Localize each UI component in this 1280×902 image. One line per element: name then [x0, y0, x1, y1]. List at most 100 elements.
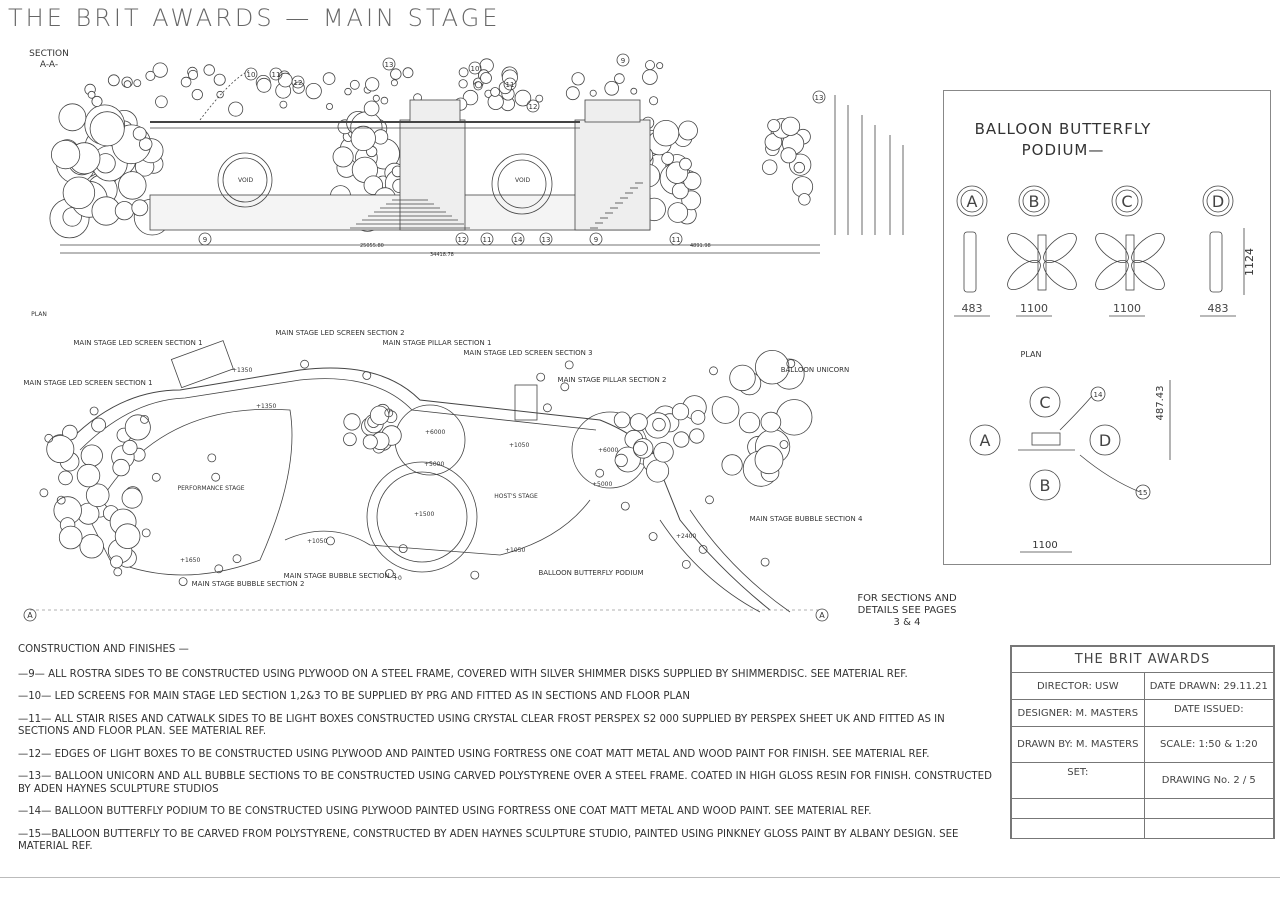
level-label: +5000	[424, 461, 444, 468]
callout-circle	[511, 232, 525, 246]
blank-2	[1143, 798, 1275, 819]
balloon	[62, 176, 96, 210]
plan-symbol	[44, 433, 54, 443]
leader-14	[1059, 395, 1093, 431]
balloon	[679, 157, 692, 171]
label-led1b: MAIN STAGE LED SCREEN SECTION 1	[23, 379, 152, 387]
note-14: —14— BALLOON BUTTERFLY PODIUM TO BE CONS…	[18, 806, 872, 817]
balloon	[535, 94, 544, 103]
note-10: —10— LED SCREENS FOR MAIN STAGE LED SECT…	[18, 691, 690, 702]
label-performance: PERFORMANCE STAGE	[177, 485, 244, 492]
plan-symbol	[564, 360, 574, 370]
balloon	[191, 89, 203, 101]
plan-label: PLAN	[31, 311, 47, 318]
butterfly-plan-dim-v: 487.43	[1155, 386, 1166, 421]
balloon	[131, 199, 149, 217]
balloon	[514, 89, 532, 107]
view-width: 1100	[1113, 302, 1141, 315]
balloon	[180, 76, 192, 88]
plan-c	[1029, 386, 1061, 418]
wing	[1007, 260, 1041, 290]
balloon	[490, 87, 501, 97]
grid-marker	[815, 608, 829, 622]
view-width: 483	[1208, 302, 1229, 315]
plan-balloon	[46, 435, 75, 464]
note-9: —9— ALL ROSTRA SIDES TO BE CONSTRUCTED U…	[18, 668, 908, 680]
balloon	[474, 81, 482, 89]
ramp	[659, 509, 791, 613]
body	[1037, 234, 1047, 291]
balloon	[630, 87, 638, 95]
level-labels: +1350+1350+6000+5000+1050+6000+5000+1500…	[180, 367, 696, 582]
leader	[199, 69, 251, 121]
see-pages-l2: DETAILS SEE PAGES	[858, 605, 957, 616]
side-view-a	[963, 231, 977, 293]
dim-3: 4891.98	[690, 243, 711, 249]
callout-number: 10	[471, 65, 480, 73]
plan-symbol	[326, 536, 335, 546]
balloon	[462, 89, 479, 106]
balloon	[203, 64, 215, 76]
balloon	[118, 171, 147, 200]
balloon	[390, 79, 398, 87]
plan-symbol	[681, 560, 691, 569]
plan-symbol	[648, 532, 658, 541]
plan-a	[969, 424, 1001, 456]
view-circle	[1111, 185, 1143, 217]
plan-symbol	[786, 359, 796, 369]
balloon	[350, 125, 376, 151]
balloon	[91, 95, 103, 107]
dim-2: 34418.78	[430, 252, 454, 258]
balloon	[793, 161, 806, 174]
balloon	[87, 90, 96, 99]
balloon	[213, 73, 226, 86]
plan-symbol	[178, 577, 188, 586]
date-issued: DATE ISSUED:	[1143, 699, 1275, 727]
balloon	[58, 103, 87, 132]
blank-1	[1011, 798, 1145, 819]
led-screen-3	[514, 384, 538, 421]
date-drawn: DATE DRAWN: 29.11.21	[1143, 672, 1275, 700]
grid-marker-label: A	[27, 611, 33, 620]
plan-d	[1089, 424, 1121, 456]
callout-circle	[503, 77, 517, 91]
level-label: +0	[393, 575, 402, 582]
balloon	[152, 62, 168, 78]
page-title: THE BRIT AWARDS — MAIN STAGE	[8, 4, 501, 32]
scale: SCALE: 1:50 & 1:20	[1143, 726, 1275, 763]
callout-circle	[382, 57, 396, 71]
balloon	[380, 96, 389, 105]
callout-number: 11	[272, 71, 281, 79]
see-pages-l1: FOR SECTIONS AND	[857, 593, 957, 604]
balloon	[89, 111, 125, 147]
section-label-sub: A-A-	[40, 60, 58, 70]
balloon	[780, 147, 797, 164]
plan-symbol	[543, 403, 552, 413]
void-ring-1b	[222, 157, 268, 203]
balloon	[661, 151, 675, 165]
balloon	[458, 67, 469, 78]
balloon	[279, 100, 288, 109]
see-pages-note: FOR SECTIONS AND DETAILS SEE PAGES 3 & 4	[857, 593, 957, 628]
butterfly-panel	[943, 90, 1271, 565]
plan-symbol	[705, 495, 714, 505]
plan-symbol	[39, 488, 49, 498]
balloon	[256, 77, 272, 93]
plan-balloon	[112, 458, 130, 477]
dim-1: 25055.80	[360, 243, 384, 249]
balloon	[325, 103, 333, 111]
drawn-by: DRAWN BY: M. MASTERS	[1011, 726, 1145, 763]
butterfly-title: BALLOON BUTTERFLY PODIUM—	[975, 120, 1151, 159]
plan-symbol	[620, 501, 630, 511]
balloon	[107, 74, 120, 87]
balloon	[798, 193, 811, 206]
view-letter: B	[1029, 192, 1040, 211]
level-label: +1050	[505, 547, 525, 554]
led-screen-1	[170, 340, 234, 389]
stage-ring-inner	[376, 471, 468, 563]
plan-symbol	[779, 440, 789, 449]
callout-circle	[812, 90, 826, 104]
